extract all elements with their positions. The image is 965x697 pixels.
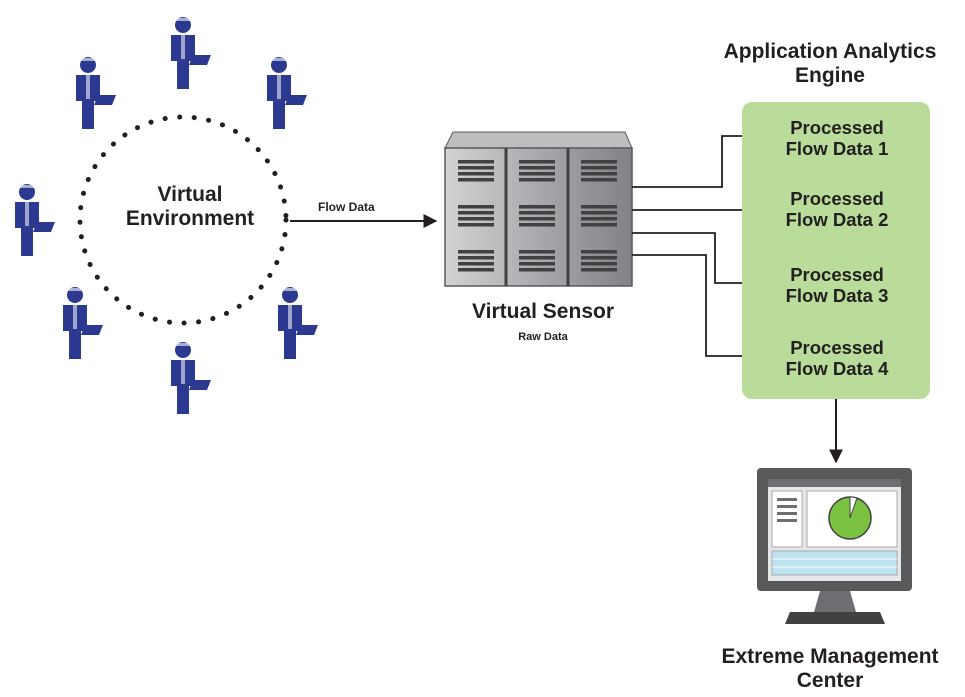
rack-vent <box>458 250 494 254</box>
rack-vent <box>519 217 555 221</box>
processed-flow-item: Processed Flow Data 4 <box>758 337 916 379</box>
rack-vent <box>519 172 555 176</box>
rack-vent <box>581 211 617 215</box>
rack-vent <box>519 268 555 272</box>
rack-vent <box>458 262 494 266</box>
monitor-icon <box>757 468 912 624</box>
user-icon <box>63 287 103 359</box>
environment-title: Virtual Environment <box>95 183 285 231</box>
environment-title-line2: Environment <box>125 207 255 231</box>
user-icon <box>15 184 55 256</box>
sensor-subtitle: Raw Data <box>518 331 568 343</box>
engine-title: Application Analytics Engine <box>690 40 965 88</box>
rack-vent <box>581 178 617 182</box>
rack-vent <box>519 160 555 164</box>
environment-title-line1: Virtual <box>157 183 223 206</box>
processed-flow-item: Processed Flow Data 1 <box>758 117 916 159</box>
processed-flow-item: Processed Flow Data 3 <box>758 264 916 306</box>
rack-vent <box>519 223 555 227</box>
processed-flow-line1: Processed <box>790 117 884 138</box>
user-icon <box>278 287 318 359</box>
processed-flow-line2: Flow Data 1 <box>785 137 889 159</box>
rack-vent <box>581 250 617 254</box>
engine-box <box>742 102 930 399</box>
rack-vent <box>519 262 555 266</box>
rack-vent <box>458 223 494 227</box>
rack-vent <box>581 217 617 221</box>
environment-circle <box>77 114 289 326</box>
pie-chart-icon <box>828 496 872 540</box>
rack-vent <box>458 205 494 209</box>
processed-flow-line1: Processed <box>790 337 884 358</box>
rack-vent <box>458 268 494 272</box>
rack-vent <box>519 250 555 254</box>
rack-vent <box>581 160 617 164</box>
rack-vent <box>519 205 555 209</box>
management-title-line1: Extreme Management <box>721 645 939 668</box>
processed-flow-line2: Flow Data 3 <box>785 284 889 306</box>
processed-flow-line1: Processed <box>790 188 884 209</box>
rack-vent <box>458 256 494 260</box>
rack-vent <box>458 160 494 164</box>
rack-vent <box>581 172 617 176</box>
processed-flow-line1: Processed <box>790 264 884 285</box>
rack-vent <box>581 268 617 272</box>
rack-vent <box>519 166 555 170</box>
server-rack-icon <box>444 131 633 287</box>
management-title: Extreme Management Center <box>690 645 965 693</box>
rack-vent <box>458 172 494 176</box>
rack-vent <box>519 178 555 182</box>
user-icon <box>267 57 307 129</box>
rack-vent <box>581 205 617 209</box>
processed-flow-line2: Flow Data 4 <box>785 357 889 379</box>
rack-vent <box>581 223 617 227</box>
user-icon <box>76 57 116 129</box>
engine-title-line2: Engine <box>794 64 865 88</box>
rack-vent <box>458 166 494 170</box>
management-title-line2: Center <box>796 669 864 693</box>
rack-vent <box>581 262 617 266</box>
rack-vent <box>519 256 555 260</box>
engine-title-line1: Application Analytics <box>723 40 937 63</box>
processed-flow-line2: Flow Data 2 <box>785 208 889 230</box>
rack-vent <box>458 178 494 182</box>
rack-vent <box>581 166 617 170</box>
flow-data-label: Flow Data <box>318 200 375 214</box>
sensor-title: Virtual Sensor <box>472 300 614 323</box>
rack-vent <box>458 217 494 221</box>
rack-vent <box>581 256 617 260</box>
processed-flow-item: Processed Flow Data 2 <box>758 188 916 230</box>
user-icon <box>171 17 211 89</box>
rack-vent <box>458 211 494 215</box>
rack-vent <box>519 211 555 215</box>
user-icon <box>171 342 211 414</box>
